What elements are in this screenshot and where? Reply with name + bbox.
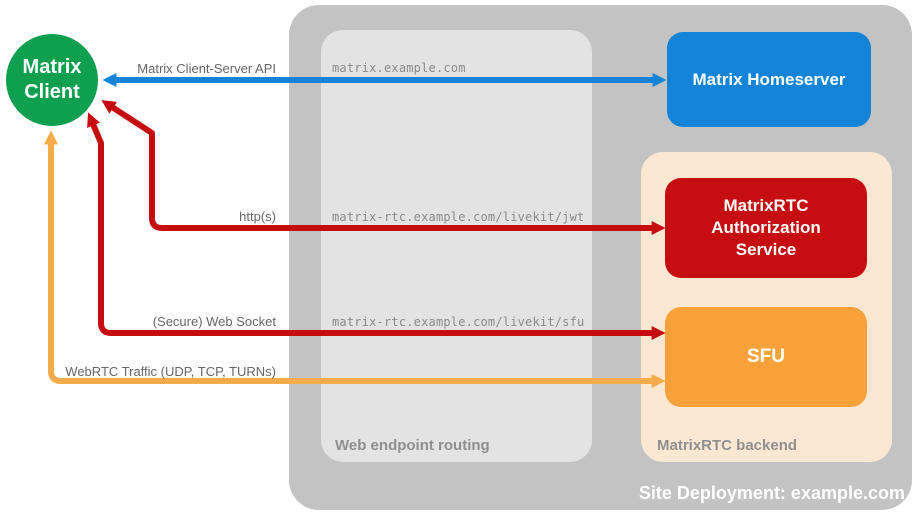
endpoint-matrix-example-com: matrix.example.com (332, 61, 466, 75)
edge-label-https: http(s) (239, 209, 276, 224)
node-auth-label: MatrixRTC Authorization Service (711, 195, 821, 260)
node-matrix-homeserver-label: Matrix Homeserver (692, 69, 846, 89)
node-matrix-client-label: Matrix Client (22, 56, 82, 103)
site-deployment-label: Site Deployment: example.com (638, 483, 905, 503)
node-matrix-client: Matrix Client (6, 34, 98, 126)
edge-label-webrtc-traffic: WebRTC Traffic (UDP, TCP, TURNs) (65, 364, 276, 379)
edge-label-client-server-api: Matrix Client-Server API (137, 61, 276, 76)
matrixrtc-backend-label: MatrixRTC backend (657, 437, 798, 454)
endpoint-livekit-sfu: matrix-rtc.example.com/livekit/sfu (332, 315, 585, 329)
node-sfu-label: SFU (747, 346, 785, 367)
node-matrix-homeserver: Matrix Homeserver (667, 32, 871, 127)
web-endpoint-routing-container (321, 30, 592, 462)
node-sfu: SFU (665, 307, 867, 407)
node-matrixrtc-authorization-service: MatrixRTC Authorization Service (665, 178, 867, 278)
web-endpoint-routing-label: Web endpoint routing (335, 437, 490, 454)
edge-label-web-socket: (Secure) Web Socket (152, 314, 276, 329)
endpoint-livekit-jwt: matrix-rtc.example.com/livekit/jwt (332, 210, 585, 224)
